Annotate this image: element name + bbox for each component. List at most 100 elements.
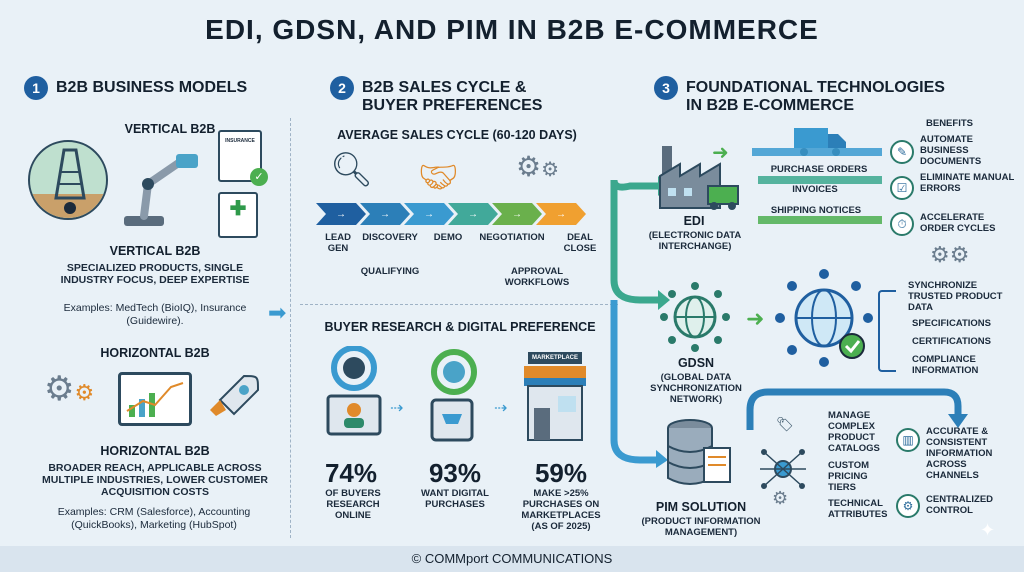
online-research-icon (318, 345, 390, 444)
pim-item-technical: TECHNICAL ATTRIBUTES (828, 498, 888, 520)
stat-label-59: MAKE >25% PURCHASES ON MARKETPLACES (AS … (521, 488, 601, 532)
gdsn-full-name: (GLOBAL DATA SYNCHRONIZATION NETWORK) (650, 372, 742, 405)
section2-header: 2 B2B SALES CYCLE & BUYER PREFERENCES (330, 76, 590, 115)
horizontal-b2b-examples: Examples: CRM (Salesforce), Accounting (… (57, 506, 251, 531)
stage-qualifying: QUALIFYING (360, 266, 420, 277)
gears-icon: ⚙⚙ (44, 370, 95, 408)
chevron-stage-5: → (492, 203, 542, 225)
flow-bar (752, 148, 882, 156)
horizontal-b2b-label: HORIZONTAL B2B (100, 346, 210, 360)
analytics-monitor-icon (118, 372, 192, 426)
chevron-stage-2: → (360, 203, 410, 225)
pim-title: PIM SOLUTION (655, 500, 747, 514)
horizontal-b2b-description: BROADER REACH, APPLICABLE ACROSS MULTIPL… (42, 462, 268, 498)
dashed-arrow-icon: ⇢ (390, 400, 404, 417)
insurance-document-icon: INSURANCE ✓ (218, 130, 268, 186)
stage-negotiation: NEGOTIATION (479, 232, 545, 243)
vertical-b2b-title: VERTICAL B2B (109, 244, 201, 258)
document-icon: ✎ (890, 140, 914, 164)
checklist-icon: ☑ (890, 176, 914, 200)
gdsn-item-specifications: SPECIFICATIONS (912, 318, 991, 329)
horizontal-b2b-title: HORIZONTAL B2B (100, 444, 210, 458)
check-icon: ✓ (250, 168, 268, 186)
arrow-right-icon: ➡ (268, 300, 287, 325)
chevron-stage-4: → (448, 203, 498, 225)
factory-icon (656, 136, 746, 212)
database-icon (664, 418, 734, 498)
bracket (878, 290, 896, 372)
section1-header: 1 B2B BUSINESS MODELS (24, 76, 284, 100)
buyer-research-title: BUYER RESEARCH & DIGITAL PREFERENCE (324, 320, 596, 334)
page-title: EDI, GDSN, AND PIM IN B2B E-COMMERCE (205, 14, 819, 45)
divider (300, 304, 618, 305)
gdsn-item-certifications: CERTIFICATIONS (912, 336, 991, 347)
edi-flow-invoices: INVOICES (792, 184, 838, 195)
medical-cross-icon: ✚ (229, 198, 247, 220)
robotic-arm-icon (118, 150, 208, 230)
chevron-stage-3: → (404, 203, 454, 225)
rocket-icon (204, 370, 264, 430)
vertical-b2b-description: SPECIALIZED PRODUCTS, SINGLE INDUSTRY FO… (60, 262, 250, 286)
edi-flow-purchase-orders: PURCHASE ORDERS (770, 164, 868, 175)
flow-bar (758, 216, 882, 224)
arrow-right-icon: ➜ (746, 306, 765, 331)
gdsn-globe-icon (660, 282, 730, 352)
section-number: 1 (24, 76, 48, 100)
section-number: 3 (654, 76, 678, 100)
pim-item-pricing: CUSTOM PRICING TIERS (828, 460, 869, 493)
stat-value-93: 93% (428, 458, 482, 488)
vertical-b2b-examples: Examples: MedTech (BioIQ), Insurance (Gu… (63, 302, 247, 327)
chevron-stage-1: → (316, 203, 366, 225)
stopwatch-icon: ⏱ (890, 212, 914, 236)
pim-outcome-accurate: ACCURATE & CONSISTENT INFORMATION ACROSS… (926, 426, 993, 481)
sparkle-icon: ✦ (980, 520, 996, 540)
benefit-accelerate: ACCELERATE ORDER CYCLES (920, 212, 996, 234)
arrow-right-icon: ➜ (712, 142, 729, 164)
section-number: 2 (330, 76, 354, 100)
flow-bar (758, 176, 882, 184)
section-heading: B2B BUSINESS MODELS (56, 79, 248, 96)
edi-full-name: (ELECTRONIC DATA INTERCHANGE) (648, 230, 742, 252)
section-heading: B2B SALES CYCLE & BUYER PREFERENCES (362, 79, 543, 114)
gdsn-item-synchronize: SYNCHRONIZE TRUSTED PRODUCT DATA (908, 280, 1003, 313)
sales-cycle-title: AVERAGE SALES CYCLE (60-120 DAYS) (337, 128, 577, 142)
vertical-b2b-label: VERTICAL B2B (124, 122, 216, 136)
pim-item-catalogs: MANAGE COMPLEX PRODUCT CATALOGS (828, 410, 880, 454)
medical-document-icon: ✚ (218, 192, 258, 238)
flow-connector (610, 176, 670, 468)
stage-deal-close: DEAL CLOSE (563, 232, 597, 254)
dashed-arrow-icon: ⇢ (494, 400, 508, 417)
sales-cycle-pipeline: → → → → → → (316, 203, 586, 225)
pim-outcome-centralized: CENTRALIZED CONTROL (926, 494, 994, 516)
flow-connector (746, 388, 968, 430)
stage-discovery: DISCOVERY (362, 232, 418, 243)
gear-icon: ⚙ (772, 488, 789, 508)
section3-header: 3 FOUNDATIONAL TECHNOLOGIES IN B2B E-COM… (654, 76, 954, 115)
price-tag-icon: 🏷︎ (776, 416, 794, 432)
gears-icon: ⚙⚙ (516, 151, 560, 182)
gdsn-title: GDSN (677, 356, 715, 370)
gdsn-item-compliance: COMPLIANCE INFORMATION (912, 354, 979, 376)
benefits-title: BENEFITS (926, 118, 973, 129)
stage-demo: DEMO (433, 232, 463, 243)
edi-flow-shipping-notices: SHIPPING NOTICES (770, 205, 862, 216)
stage-approval-workflows: APPROVAL WORKFLOWS (504, 266, 570, 288)
footer-credit: © COMMport COMMUNICATIONS (0, 546, 1024, 572)
stat-value-74: 74% (324, 458, 378, 488)
stage-lead-gen: LEAD GEN (325, 232, 351, 254)
settings-icon: ⚙ (896, 494, 920, 518)
handshake-icon: 🤝︎ (418, 159, 459, 195)
magnifier-icon: 🔍︎ (330, 151, 374, 189)
stat-label-93: WANT DIGITAL PURCHASES (421, 488, 489, 510)
benefit-eliminate-errors: ELIMINATE MANUAL ERRORS (920, 172, 1015, 194)
insurance-badge-text: INSURANCE (225, 138, 255, 144)
benefit-automate: AUTOMATE BUSINESS DOCUMENTS (920, 134, 982, 167)
stat-label-74: OF BUYERS RESEARCH ONLINE (325, 488, 381, 521)
oil-rig-icon (28, 140, 108, 220)
marketplace-store-icon: MARKETPLACE (520, 348, 590, 446)
synchronized-globe-icon (774, 268, 874, 368)
gears-icon: ⚙⚙ (930, 242, 970, 267)
marketplace-sign: MARKETPLACE (528, 352, 582, 364)
stat-value-59: 59% (534, 458, 588, 488)
divider (290, 118, 291, 538)
